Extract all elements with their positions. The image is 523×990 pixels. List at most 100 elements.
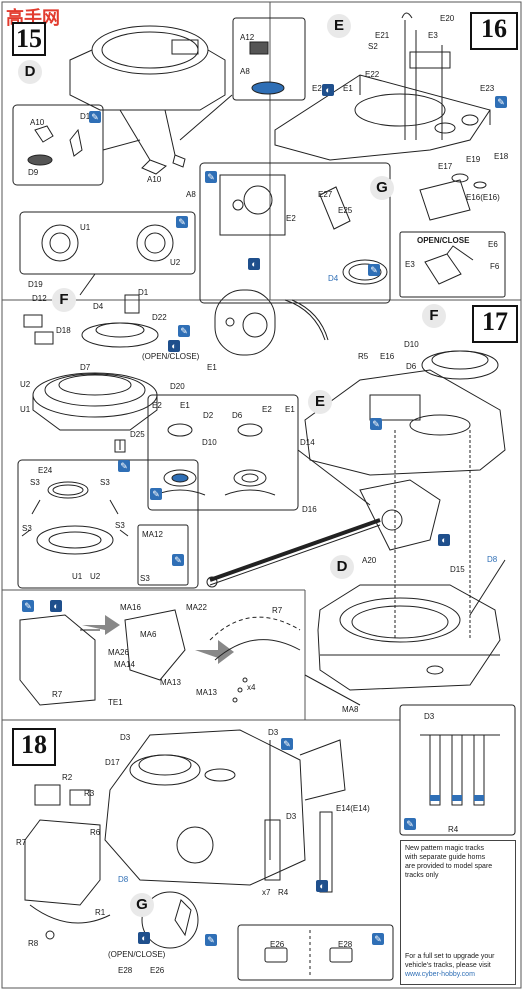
part-label-U2b: U2	[20, 380, 31, 389]
part-label-MA26: MA26	[108, 648, 129, 657]
part-label-E2e: E2	[262, 405, 272, 414]
part-label-E3b: E3	[405, 260, 415, 269]
glue-icon: ✎	[368, 264, 380, 276]
part-label-R7c: R7	[16, 838, 27, 847]
option-icon: ◐	[248, 258, 260, 270]
part-label-S2: S2	[368, 42, 378, 51]
part-label-R4c: R4	[448, 825, 459, 834]
glue-icon: ✎	[372, 933, 384, 945]
part-label-TE1: TE1	[108, 698, 123, 707]
option-icon: ◐	[138, 932, 150, 944]
part-label-D22: D22	[152, 313, 167, 322]
part-label-MA8: MA8	[342, 705, 359, 714]
part-label-D14: D14	[300, 438, 315, 447]
part-label-D8b: D8	[118, 875, 129, 884]
glue-icon: ✎	[370, 418, 382, 430]
part-label-D16: D16	[302, 505, 317, 514]
part-label-E22: E22	[365, 70, 380, 79]
part-label-D8: D8	[487, 555, 498, 564]
part-label-D15: D15	[450, 565, 465, 574]
glue-icon: ✎	[118, 460, 130, 472]
part-label-E28: E28	[118, 966, 133, 975]
open-close-label-2: (OPEN/CLOSE)	[142, 352, 200, 361]
part-label-D12: D12	[32, 294, 47, 303]
option-icon: ◐	[316, 880, 328, 892]
note-line: with separate guide horns	[405, 854, 486, 861]
open-close-label: OPEN/CLOSE	[417, 236, 470, 245]
part-label-D3c: D3	[286, 812, 297, 821]
option-icon: ◐	[322, 84, 334, 96]
glue-icon: ✎	[404, 818, 416, 830]
part-label-E1e: E1	[285, 405, 295, 414]
glue-icon: ✎	[172, 554, 184, 566]
note-line: For a full set to upgrade your	[405, 953, 495, 960]
part-label-E20: E20	[440, 14, 455, 23]
part-label-D10b: D10	[404, 340, 419, 349]
part-label-R7: R7	[272, 606, 283, 615]
part-label-MA13b: MA13	[196, 688, 217, 697]
part-label-R7b: R7	[52, 690, 63, 699]
sub-assembly-D: D	[18, 60, 42, 84]
part-label-E26b: E26	[150, 966, 165, 975]
part-label-E3: E3	[428, 31, 438, 40]
note-line: New pattern magic tracks	[405, 845, 484, 852]
part-label-D4b: D4	[328, 274, 339, 283]
part-label-D1: D1	[138, 288, 149, 297]
sub-assembly-D-17: D	[330, 555, 354, 579]
part-label-D3b: D3	[268, 728, 279, 737]
part-label-A8: A8	[240, 67, 250, 76]
glue-icon: ✎	[205, 171, 217, 183]
part-label-U1b: U1	[20, 405, 31, 414]
part-label-D3d: D3	[424, 712, 435, 721]
note-url-link[interactable]: www.cyber-hobby.com	[405, 971, 475, 978]
note-line: vehicle's tracks, please visit	[405, 962, 491, 969]
part-label-E16b: E16	[380, 352, 395, 361]
part-label-E17: E17	[438, 162, 453, 171]
part-label-E21: E21	[375, 31, 390, 40]
sub-assembly-E-17: E	[308, 390, 332, 414]
open-close-label-3: (OPEN/CLOSE)	[108, 950, 166, 959]
glue-icon: ✎	[495, 96, 507, 108]
step-number-16: 16	[470, 12, 518, 50]
part-label-E2d: E2	[152, 401, 162, 410]
part-label-E23: E23	[480, 84, 495, 93]
glue-icon: ✎	[205, 934, 217, 946]
glue-icon: ✎	[22, 600, 34, 612]
part-label-D20: D20	[170, 382, 185, 391]
part-label-D6: D6	[232, 411, 243, 420]
glue-icon: ✎	[281, 738, 293, 750]
glue-icon: ✎	[150, 488, 162, 500]
part-label-MA6: MA6	[140, 630, 157, 639]
part-label-S3c: S3	[22, 524, 32, 533]
part-label-E1c: E1	[207, 363, 217, 372]
part-label-D6b: D6	[406, 362, 417, 371]
part-label-R1: R1	[95, 908, 106, 917]
part-label-E16: E16(E16)	[466, 193, 500, 202]
part-label-U2c: U2	[90, 572, 101, 581]
part-label-D13: D13	[80, 112, 95, 121]
part-label-S3d: S3	[115, 521, 125, 530]
track-note: New pattern magic tracks with separate g…	[400, 840, 516, 985]
step-number-17: 17	[472, 305, 518, 343]
part-label-A20: A20	[362, 556, 377, 565]
part-label-E28b: E28	[338, 940, 353, 949]
part-label-U2: U2	[170, 258, 181, 267]
part-label-A10: A10	[30, 118, 45, 127]
part-label-x7: x7	[262, 888, 271, 897]
part-label-E14: E14(E14)	[336, 804, 370, 813]
option-icon: ◐	[50, 600, 62, 612]
glue-icon: ✎	[89, 111, 101, 123]
part-label-D4: D4	[93, 302, 104, 311]
part-label-R4: R4	[278, 888, 289, 897]
part-label-E24: E24	[38, 466, 53, 475]
glue-icon: ✎	[176, 216, 188, 228]
part-label-D7: D7	[80, 363, 91, 372]
part-label-D3: D3	[120, 733, 131, 742]
part-label-x4: x4	[247, 683, 256, 692]
option-icon: ◐	[438, 534, 450, 546]
part-label-U1: U1	[80, 223, 91, 232]
part-label-MA12: MA12	[142, 530, 163, 539]
part-label-E2: E2	[312, 84, 322, 93]
